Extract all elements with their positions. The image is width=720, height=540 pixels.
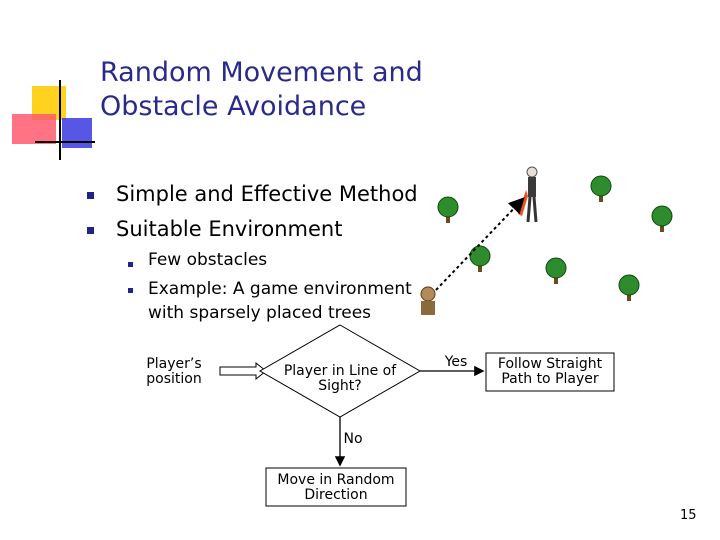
tree-icon bbox=[651, 205, 673, 232]
tree-icon bbox=[545, 257, 567, 284]
decision-label: Player in Line of Sight? bbox=[268, 364, 412, 394]
random-move-line-1: Move in Random bbox=[277, 472, 395, 488]
pursuit-path-line bbox=[435, 197, 525, 291]
decision-line-2: Sight? bbox=[318, 378, 362, 394]
follow-path-label: Follow Straight Path to Player bbox=[486, 357, 614, 387]
decision-line-1: Player in Line of bbox=[283, 363, 397, 379]
sub-bullet-marker bbox=[128, 288, 133, 293]
input-label: Player’s position bbox=[128, 357, 220, 387]
player-character-icon bbox=[518, 166, 538, 223]
slide-title: Random Movement and Obstacle Avoidance bbox=[100, 56, 423, 124]
input-label-line-2: position bbox=[146, 371, 202, 387]
title-line-2: Obstacle Avoidance bbox=[100, 91, 367, 122]
bullet-2: Suitable Environment bbox=[116, 217, 343, 241]
sub-bullet-marker bbox=[128, 262, 133, 267]
no-label: No bbox=[343, 431, 363, 447]
input-label-line-1: Player’s bbox=[146, 356, 202, 372]
random-move-label: Move in Random Direction bbox=[266, 473, 406, 503]
bullet-marker bbox=[87, 192, 94, 199]
bullet-1: Simple and Effective Method bbox=[116, 182, 418, 206]
input-arrow bbox=[219, 361, 267, 381]
tree-icon bbox=[469, 245, 491, 272]
title-decoration bbox=[0, 0, 100, 170]
tree-icon bbox=[618, 274, 640, 301]
tree-icon bbox=[590, 175, 612, 202]
npc-character-icon bbox=[420, 286, 436, 315]
sub-bullet-1: Few obstacles bbox=[148, 250, 268, 270]
random-move-line-2: Direction bbox=[304, 487, 368, 503]
page-number: 15 bbox=[680, 508, 697, 523]
sub-bullet-2-cont: with sparsely placed trees bbox=[148, 303, 372, 323]
corner-ornament bbox=[12, 80, 95, 160]
yes-label: Yes bbox=[444, 354, 468, 370]
bullet-marker bbox=[87, 227, 94, 234]
tree-icon bbox=[437, 196, 459, 223]
follow-path-line-1: Follow Straight bbox=[497, 356, 603, 372]
sub-bullet-2: Example: A game environment bbox=[148, 279, 412, 299]
follow-path-line-2: Path to Player bbox=[501, 371, 599, 387]
title-line-1: Random Movement and bbox=[100, 57, 423, 88]
